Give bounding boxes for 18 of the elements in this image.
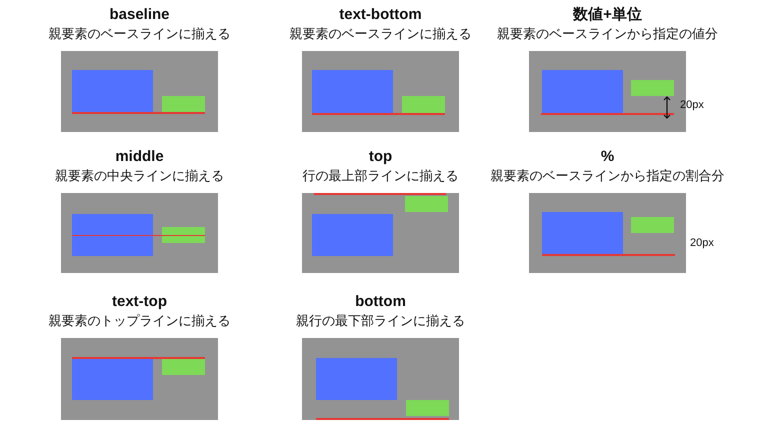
panel-title: middle <box>115 148 164 166</box>
panel-subtitle: 親要素のベースラインに揃える <box>48 26 230 42</box>
panel-subtitle: 親要素のトップラインに揃える <box>48 313 230 329</box>
panel-title: text-bottom <box>339 6 422 24</box>
panel-title: text-top <box>112 293 167 311</box>
panel-title: % <box>600 148 614 166</box>
panel-subtitle: 親要素のベースラインから指定の値分 <box>497 26 718 42</box>
panel-subtitle: 親要素の中央ラインに揃える <box>55 168 224 184</box>
panel-subtitle: 親要素のベースラインから指定の割合分 <box>490 168 724 184</box>
panel-subtitle: 行の最上部ラインに揃える <box>302 168 458 184</box>
panel-title: 数値+単位 <box>573 6 642 24</box>
dimension-label: 20px <box>690 237 714 250</box>
panel-title: baseline <box>109 6 170 24</box>
panel-subtitle: 親要素のベースラインに揃える <box>290 26 472 42</box>
panel-subtitle: 親行の最下部ラインに揃える <box>296 313 465 329</box>
dimension-label: 20px <box>680 99 704 112</box>
panel-title: bottom <box>355 293 406 311</box>
panel-title: top <box>368 148 392 166</box>
